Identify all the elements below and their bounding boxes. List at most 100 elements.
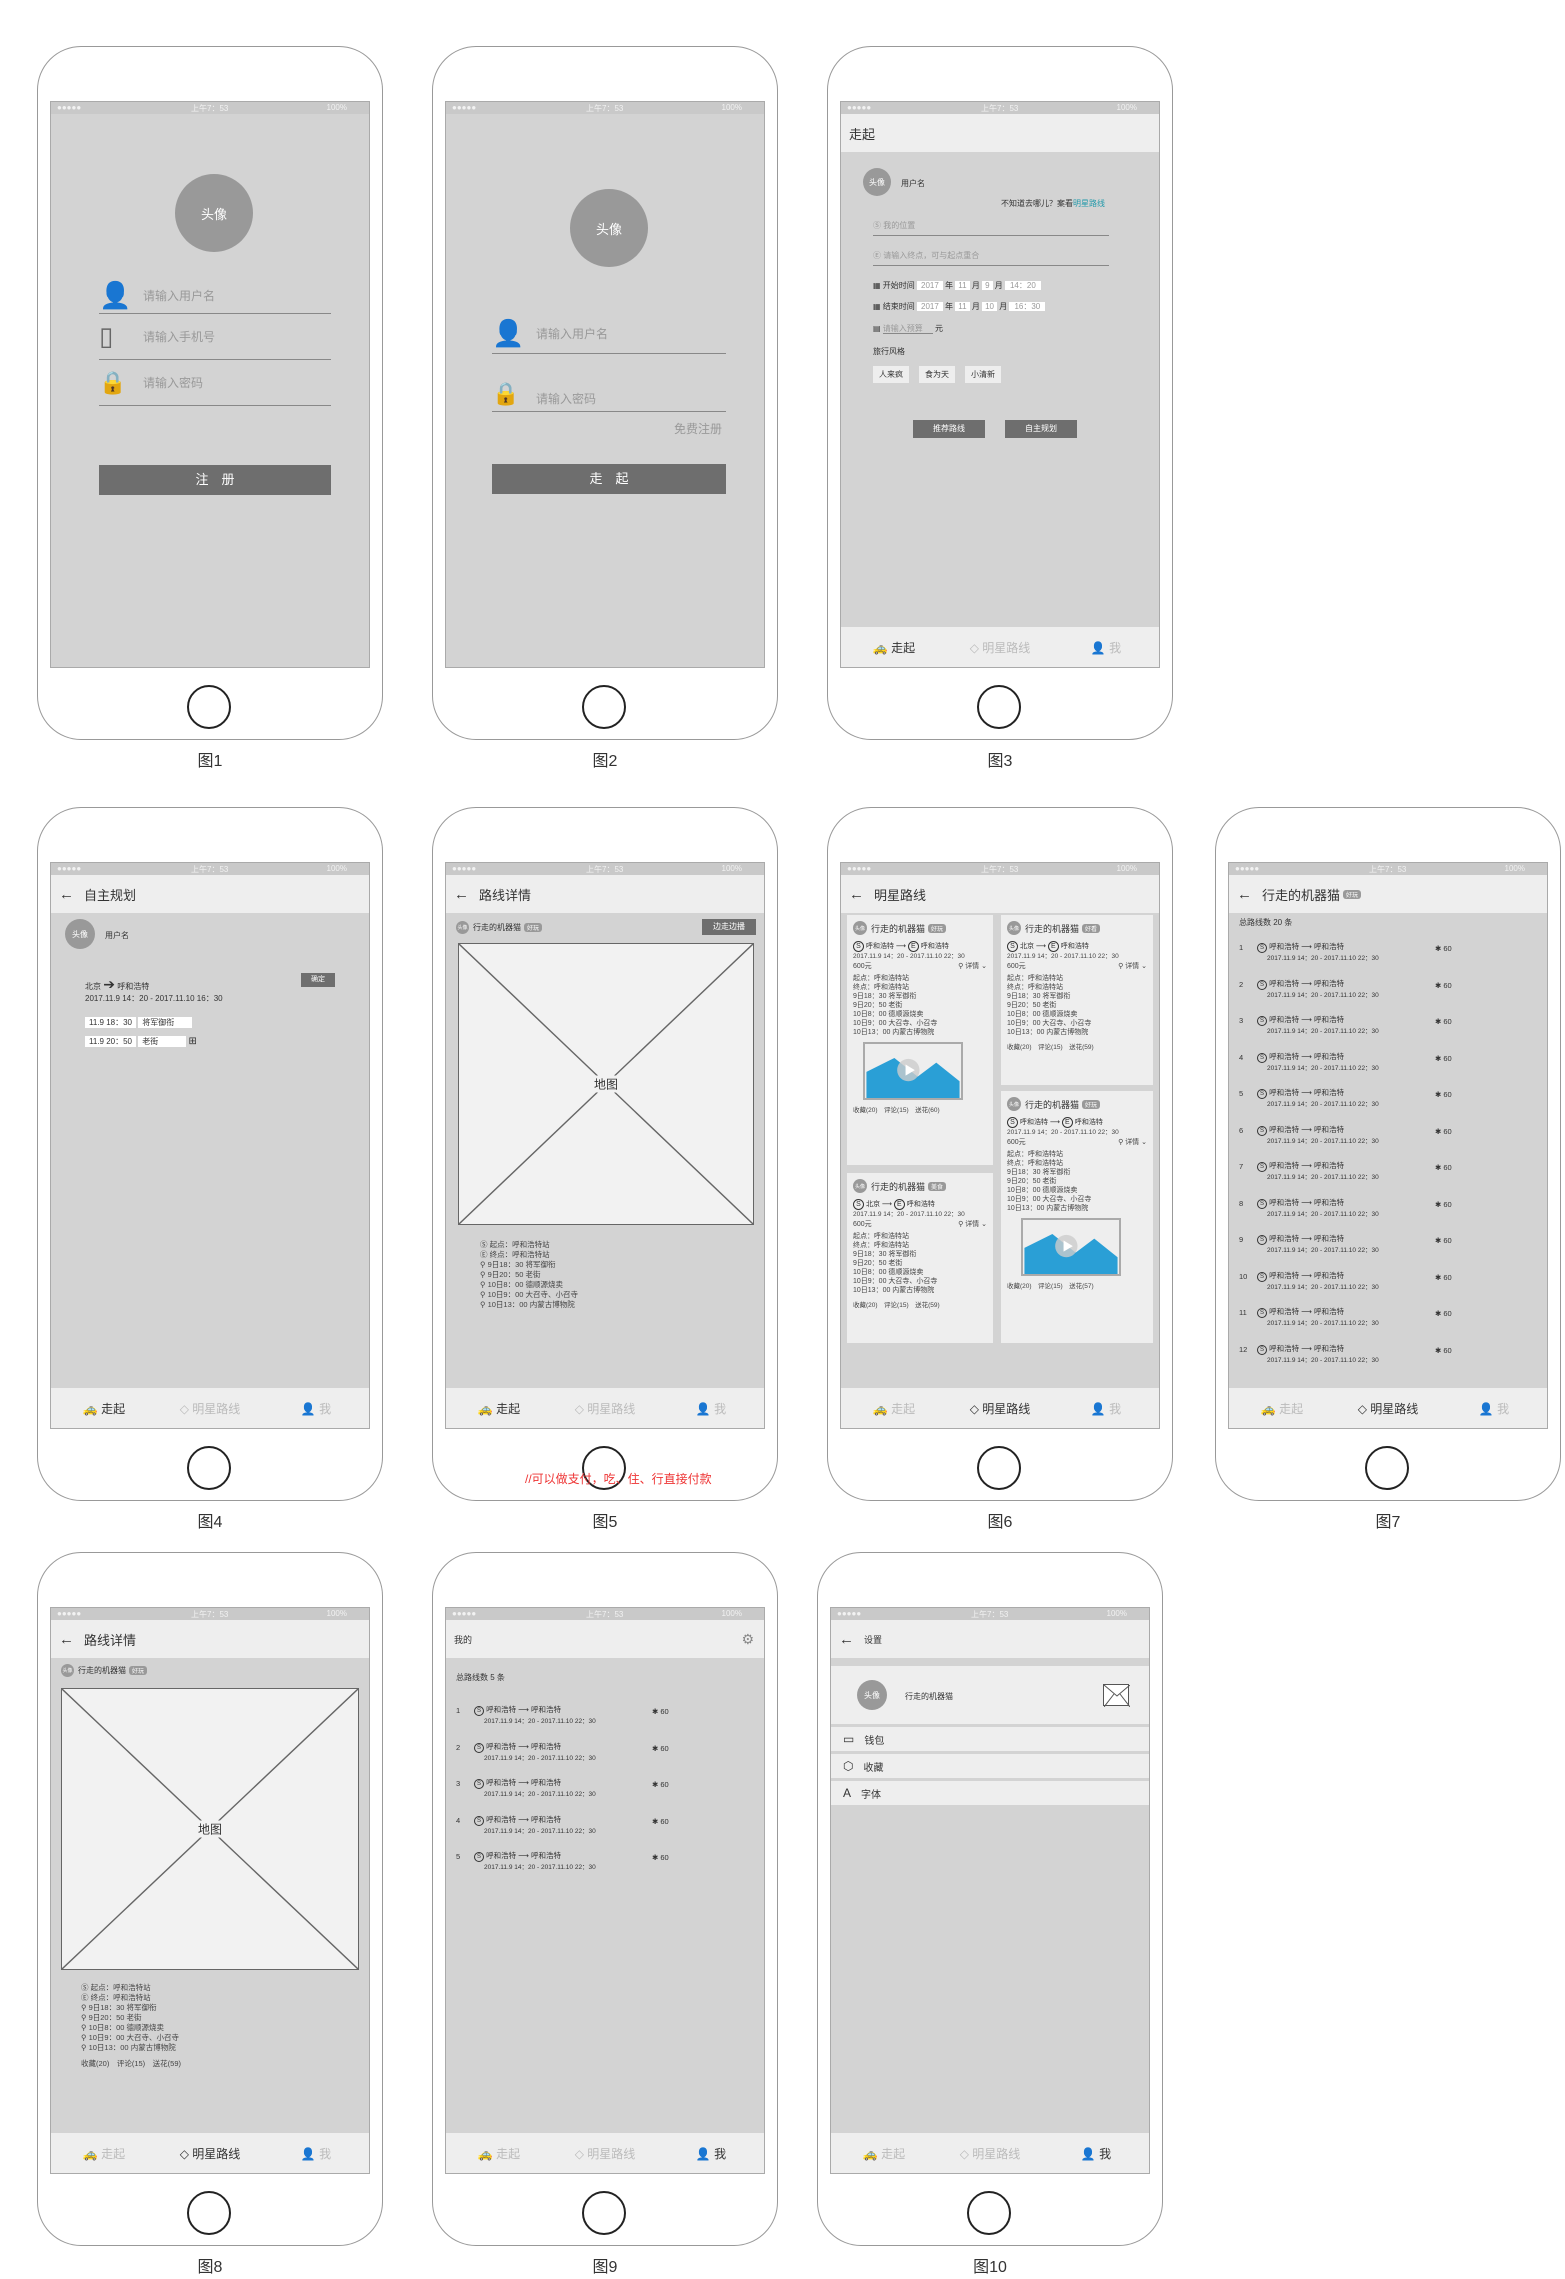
flower-icon[interactable]: ✱ 60	[1435, 980, 1452, 990]
flower-icon[interactable]: ✱ 60	[1435, 1309, 1452, 1318]
mail-icon[interactable]	[1103, 1684, 1131, 1708]
flower-icon[interactable]: ✱ 60	[1435, 1017, 1452, 1026]
flower-icon[interactable]: ✱ 60	[1435, 1053, 1452, 1063]
register-button[interactable]: 注 册	[99, 465, 331, 495]
tab-go[interactable]: 🚕 走起	[872, 1401, 916, 1416]
tab-go[interactable]: 🚕 走起	[477, 2146, 521, 2161]
back-arrow-icon[interactable]: ←	[59, 1630, 74, 1648]
tab-star[interactable]: ◇ 明星路线	[179, 2146, 241, 2161]
tab-go[interactable]: 🚕 走起	[1260, 1401, 1304, 1416]
item-time[interactable]: 11.9 20：50	[85, 1036, 136, 1047]
tab-me[interactable]: 👤 我	[300, 2146, 332, 2161]
home-button[interactable]	[187, 2191, 231, 2235]
route-footer[interactable]: 收藏(20) 评论(15) 送花(59)	[81, 2059, 182, 2068]
username-input[interactable]: 👤请输入用户名	[492, 314, 726, 354]
tab-star[interactable]: ◇ 明星路线	[959, 2146, 1021, 2161]
map[interactable]: 地图	[61, 1688, 359, 1970]
destination-input[interactable]: Ⓔ 请输入终点，可与起点重合	[873, 250, 1109, 266]
password-input[interactable]: 🔒请输入密码	[99, 360, 331, 406]
flower-icon[interactable]: ✱ 60	[652, 1816, 669, 1826]
start-time-row[interactable]: ▦ 开始时间 2017 年 11 月 9 月 14：20	[873, 280, 1041, 291]
back-arrow-icon[interactable]: ←	[839, 1630, 854, 1648]
flower-icon[interactable]: ✱ 60	[1435, 944, 1452, 953]
route-card[interactable]: 头像行走的机器猫好玩 S 呼和浩特 ⟶ E 呼和浩特 2017.11.9 14：…	[1001, 1091, 1153, 1343]
tab-me[interactable]: 👤 我	[695, 1401, 727, 1416]
tab-star[interactable]: ◇ 明星路线	[1357, 1401, 1419, 1416]
username-input[interactable]: 👤请输入用户名	[99, 278, 331, 314]
flower-icon[interactable]: ✱ 60	[652, 1853, 669, 1862]
password-input[interactable]: 🔒请输入密码	[492, 354, 726, 412]
tab-me[interactable]: 👤 我	[1478, 1401, 1510, 1416]
tab-go[interactable]: 🚕 走起	[477, 1401, 521, 1416]
login-button[interactable]: 走 起	[492, 464, 726, 494]
item-place[interactable]: 老街	[138, 1036, 187, 1047]
home-button[interactable]	[1365, 1446, 1409, 1490]
confirm-button[interactable]: 确定	[301, 973, 335, 987]
home-button[interactable]	[582, 2191, 626, 2235]
style-tag[interactable]: 人来疯	[873, 366, 909, 383]
route-card[interactable]: 头像行走的机器猫好看 S 北京 ⟶ E 呼和浩特 2017.11.9 14：20…	[1001, 915, 1153, 1085]
style-tag[interactable]: 小清新	[965, 366, 1001, 383]
back-arrow-icon[interactable]: ←	[59, 885, 74, 903]
item-time[interactable]: 11.9 18：30	[85, 1017, 136, 1028]
tab-star[interactable]: ◇ 明星路线	[574, 1401, 636, 1416]
tab-star[interactable]: ◇ 明星路线	[969, 1401, 1031, 1416]
custom-plan-button[interactable]: 自主规划	[1005, 420, 1077, 438]
profile-row[interactable]: 头像 行走的机器猫	[831, 1666, 1149, 1724]
menu-item-wallet[interactable]: ▭钱包	[831, 1727, 1149, 1751]
flower-icon[interactable]: ✱ 60	[1435, 1345, 1452, 1355]
route-card[interactable]: 头像行走的机器猫好玩 S 呼和浩特 ⟶ E 呼和浩特 2017.11.9 14：…	[847, 915, 993, 1165]
recommend-route-button[interactable]: 推荐路线	[913, 420, 985, 438]
end-time-row[interactable]: ▦ 结束时间 2017 年 11 月 10 月 16：30	[873, 301, 1046, 312]
back-arrow-icon[interactable]: ←	[454, 885, 469, 903]
my-location-input[interactable]: Ⓢ 我的位置	[873, 220, 1109, 236]
flower-icon[interactable]: ✱ 60	[1435, 1090, 1452, 1099]
menu-item-favorites[interactable]: ⬡收藏	[831, 1754, 1149, 1778]
tab-me[interactable]: 👤 我	[695, 2146, 727, 2161]
avatar[interactable]: 头像	[65, 919, 95, 949]
budget-input[interactable]: ▤ 请输入预算 元	[873, 324, 944, 334]
map[interactable]: 地图	[458, 943, 754, 1225]
tab-go[interactable]: 🚕 走起	[872, 640, 916, 655]
item-place[interactable]: 将军御衔	[138, 1017, 193, 1028]
flower-icon[interactable]: ✱ 60	[652, 1780, 669, 1789]
flower-icon[interactable]: ✱ 60	[652, 1707, 669, 1716]
flower-icon[interactable]: ✱ 60	[652, 1743, 669, 1753]
tab-go[interactable]: 🚕 走起	[862, 2146, 906, 2161]
route-card[interactable]: 头像行走的机器猫美食 S 北京 ⟶ E 呼和浩特 2017.11.9 14：20…	[847, 1173, 993, 1343]
tab-me[interactable]: 👤 我	[1090, 640, 1122, 655]
avatar[interactable]: 头像	[863, 168, 891, 196]
style-tag[interactable]: 食为天	[919, 366, 955, 383]
free-register-link[interactable]: 免费注册	[673, 422, 722, 436]
walk-and-play-button[interactable]: 边走边播	[702, 919, 756, 935]
tab-star[interactable]: ◇ 明星路线	[969, 640, 1031, 655]
back-arrow-icon[interactable]: ←	[1237, 885, 1252, 903]
home-button[interactable]	[187, 1446, 231, 1490]
back-arrow-icon[interactable]: ←	[849, 885, 864, 903]
tab-me[interactable]: 👤 我	[1090, 1401, 1122, 1416]
gear-icon[interactable]: ⚙	[741, 1630, 754, 1647]
flower-icon[interactable]: ✱ 60	[1435, 1126, 1452, 1136]
tab-go[interactable]: 🚕 走起	[82, 1401, 126, 1416]
home-button[interactable]	[187, 685, 231, 729]
tab-star[interactable]: ◇ 明星路线	[179, 1401, 241, 1416]
tab-me[interactable]: 👤 我	[300, 1401, 332, 1416]
avatar[interactable]: 头像	[175, 174, 253, 252]
add-icon[interactable]: ⊞	[188, 1036, 197, 1047]
avatar[interactable]: 头像	[61, 1664, 74, 1677]
home-button[interactable]	[582, 1446, 626, 1490]
phone-input[interactable]: ▯请输入手机号	[99, 314, 331, 360]
flower-icon[interactable]: ✱ 60	[1435, 1272, 1452, 1282]
home-button[interactable]	[582, 685, 626, 729]
star-route-link[interactable]: 明星路线	[1073, 199, 1105, 208]
tab-go[interactable]: 🚕 走起	[82, 2146, 126, 2161]
tab-star[interactable]: ◇ 明星路线	[574, 2146, 636, 2161]
tab-me[interactable]: 👤 我	[1080, 2146, 1112, 2161]
home-button[interactable]	[977, 685, 1021, 729]
flower-icon[interactable]: ✱ 60	[1435, 1163, 1452, 1172]
home-button[interactable]	[967, 2191, 1011, 2235]
flower-icon[interactable]: ✱ 60	[1435, 1199, 1452, 1209]
avatar[interactable]: 头像	[456, 921, 469, 934]
flower-icon[interactable]: ✱ 60	[1435, 1236, 1452, 1245]
